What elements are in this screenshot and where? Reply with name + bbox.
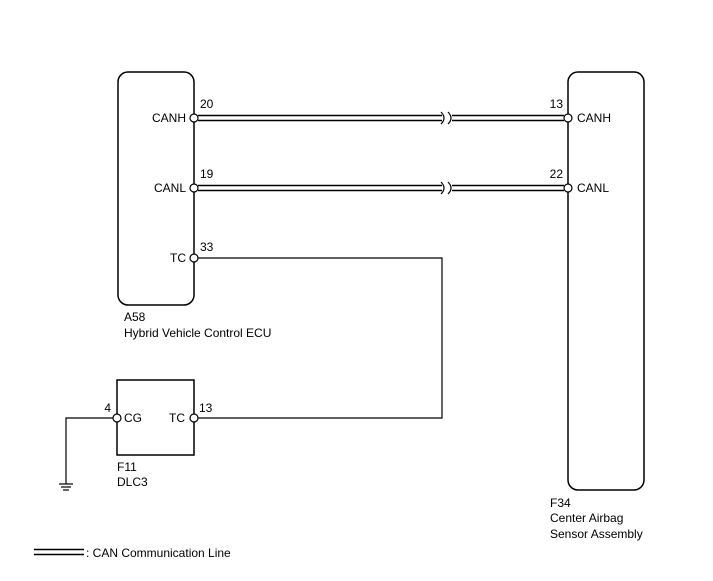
- canl-bus-line: [198, 181, 564, 195]
- terminal-ecu-tc: [189, 253, 199, 263]
- dlc-name: DLC3: [117, 475, 148, 489]
- airbag-code: F34: [550, 496, 571, 510]
- canh-bus-line: [198, 111, 564, 125]
- terminal-dlc-cg: [112, 413, 122, 423]
- dlc-code: F11: [117, 460, 137, 474]
- ecu-name: Hybrid Vehicle Control ECU: [124, 326, 271, 340]
- legend-text: : CAN Communication Line: [86, 546, 231, 560]
- airbag-pin-number-13: 13: [550, 97, 564, 111]
- airbag-name-line2: Sensor Assembly: [550, 527, 643, 541]
- ecu-pin-label-canh: CANH: [152, 111, 186, 125]
- ecu-pin-label-tc: TC: [170, 251, 186, 265]
- airbag-name-line1: Center Airbag: [550, 511, 623, 525]
- ecu-code: A58: [124, 310, 146, 324]
- terminal-ecu-canh: [189, 113, 199, 123]
- airbag-pin-label-canh: CANH: [577, 111, 611, 125]
- terminal-ecu-canl: [189, 183, 199, 193]
- terminal-airbag-canl: [563, 183, 573, 193]
- ecu-pin-number-33: 33: [200, 240, 214, 254]
- ground-icon: [59, 483, 73, 491]
- terminal-airbag-canh: [563, 113, 573, 123]
- ecu-pin-label-canl: CANL: [154, 181, 186, 195]
- dlc-pin-label-cg: CG: [124, 411, 142, 425]
- dlc-pin-number-13: 13: [199, 401, 213, 415]
- dlc-pin-label-tc: TC: [169, 411, 185, 425]
- ecu-pin-number-20: 20: [200, 97, 214, 111]
- airbag-pin-number-22: 22: [550, 167, 564, 181]
- airbag-sensor-body: [567, 71, 645, 491]
- ecu-pin-number-19: 19: [200, 167, 214, 181]
- legend-line-sample: [34, 548, 84, 556]
- dlc-pin-number-4: 4: [104, 401, 111, 415]
- airbag-pin-label-canl: CANL: [577, 181, 609, 195]
- tc-wire: [198, 257, 443, 419]
- cg-ground-wire: [65, 417, 113, 484]
- terminal-dlc-tc: [189, 413, 199, 423]
